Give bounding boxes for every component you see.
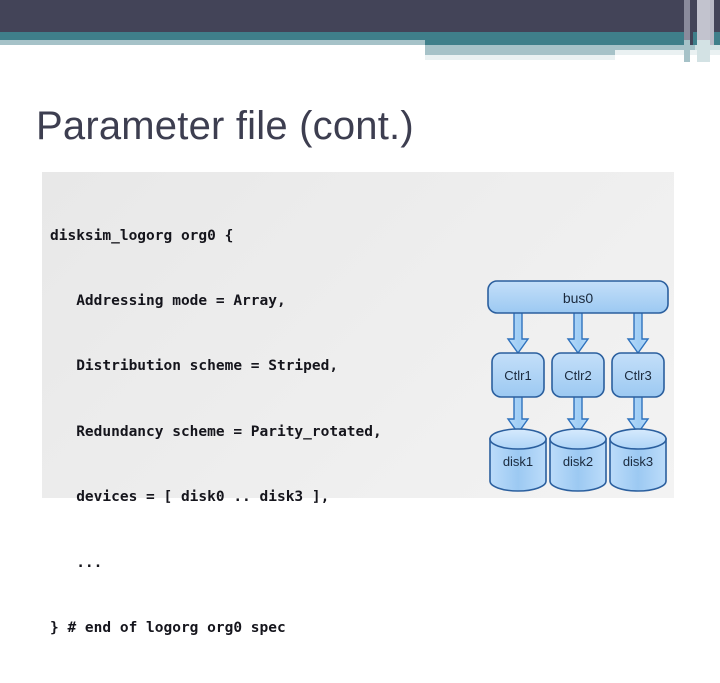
diagram-node-bus0[interactable]: bus0 [487, 280, 669, 314]
ctlr2-label: Ctlr2 [564, 368, 591, 383]
arrow-ctlr3-to-disk3 [626, 394, 650, 435]
code-line: ... [50, 554, 103, 571]
diagram-node-ctlr3[interactable]: Ctlr3 [611, 352, 665, 398]
code-line: devices = [ disk0 .. disk3 ], [50, 489, 330, 506]
header-vertical-stripe-6 [710, 0, 714, 45]
header-vertical-stripe-4 [684, 40, 690, 62]
disk1-label: disk1 [503, 454, 533, 469]
header-vertical-stripe-1 [684, 0, 690, 45]
code-line: Redundancy scheme = Parity_rotated, [50, 423, 382, 440]
diagram-node-disk3[interactable]: disk3 [609, 428, 667, 492]
diagram-node-disk1[interactable]: disk1 [489, 428, 547, 492]
diagram-node-disk2[interactable]: disk2 [549, 428, 607, 492]
code-line: } # end of logorg org0 spec [50, 619, 286, 636]
header-accent-bar-4 [425, 55, 615, 60]
ctlr1-label: Ctlr1 [504, 368, 531, 383]
arrow-ctlr1-to-disk1 [506, 394, 530, 435]
code-line: Addressing mode = Array, [50, 292, 286, 309]
code-line: Distribution scheme = Striped, [50, 358, 339, 375]
bus0-label: bus0 [563, 290, 594, 306]
header-vertical-stripe-5 [697, 40, 710, 62]
disk3-label: disk3 [623, 454, 653, 469]
slide-header-decoration [0, 0, 720, 62]
header-accent-bar-3 [425, 50, 615, 55]
header-accent-bar-1 [425, 40, 720, 45]
diagram-node-ctlr1[interactable]: Ctlr1 [491, 352, 545, 398]
arrow-bus-to-ctlr1 [506, 310, 530, 355]
arrow-bus-to-ctlr2 [566, 310, 590, 355]
page-title: Parameter file (cont.) [36, 104, 414, 148]
arrow-bus-to-ctlr3 [626, 310, 650, 355]
header-accent-bar-6 [615, 50, 720, 55]
header-pale-band [0, 40, 720, 45]
header-vertical-stripe-3 [697, 0, 710, 45]
arrow-ctlr2-to-disk2 [566, 394, 590, 435]
storage-topology-diagram: bus0 Ctlr1 Ctlr2 Ctlr3 disk1 [482, 267, 674, 499]
header-accent-bar-2 [425, 45, 695, 50]
disk2-label: disk2 [563, 454, 593, 469]
diagram-node-ctlr2[interactable]: Ctlr2 [551, 352, 605, 398]
code-line: disksim_logorg org0 { [50, 227, 234, 244]
header-navy-band [0, 0, 720, 32]
code-block: disksim_logorg org0 { Addressing mode = … [50, 182, 382, 683]
content-panel: disksim_logorg org0 { Addressing mode = … [42, 172, 674, 636]
ctlr3-label: Ctlr3 [624, 368, 651, 383]
header-vertical-stripe-2 [690, 0, 693, 45]
header-teal-band [0, 32, 720, 40]
